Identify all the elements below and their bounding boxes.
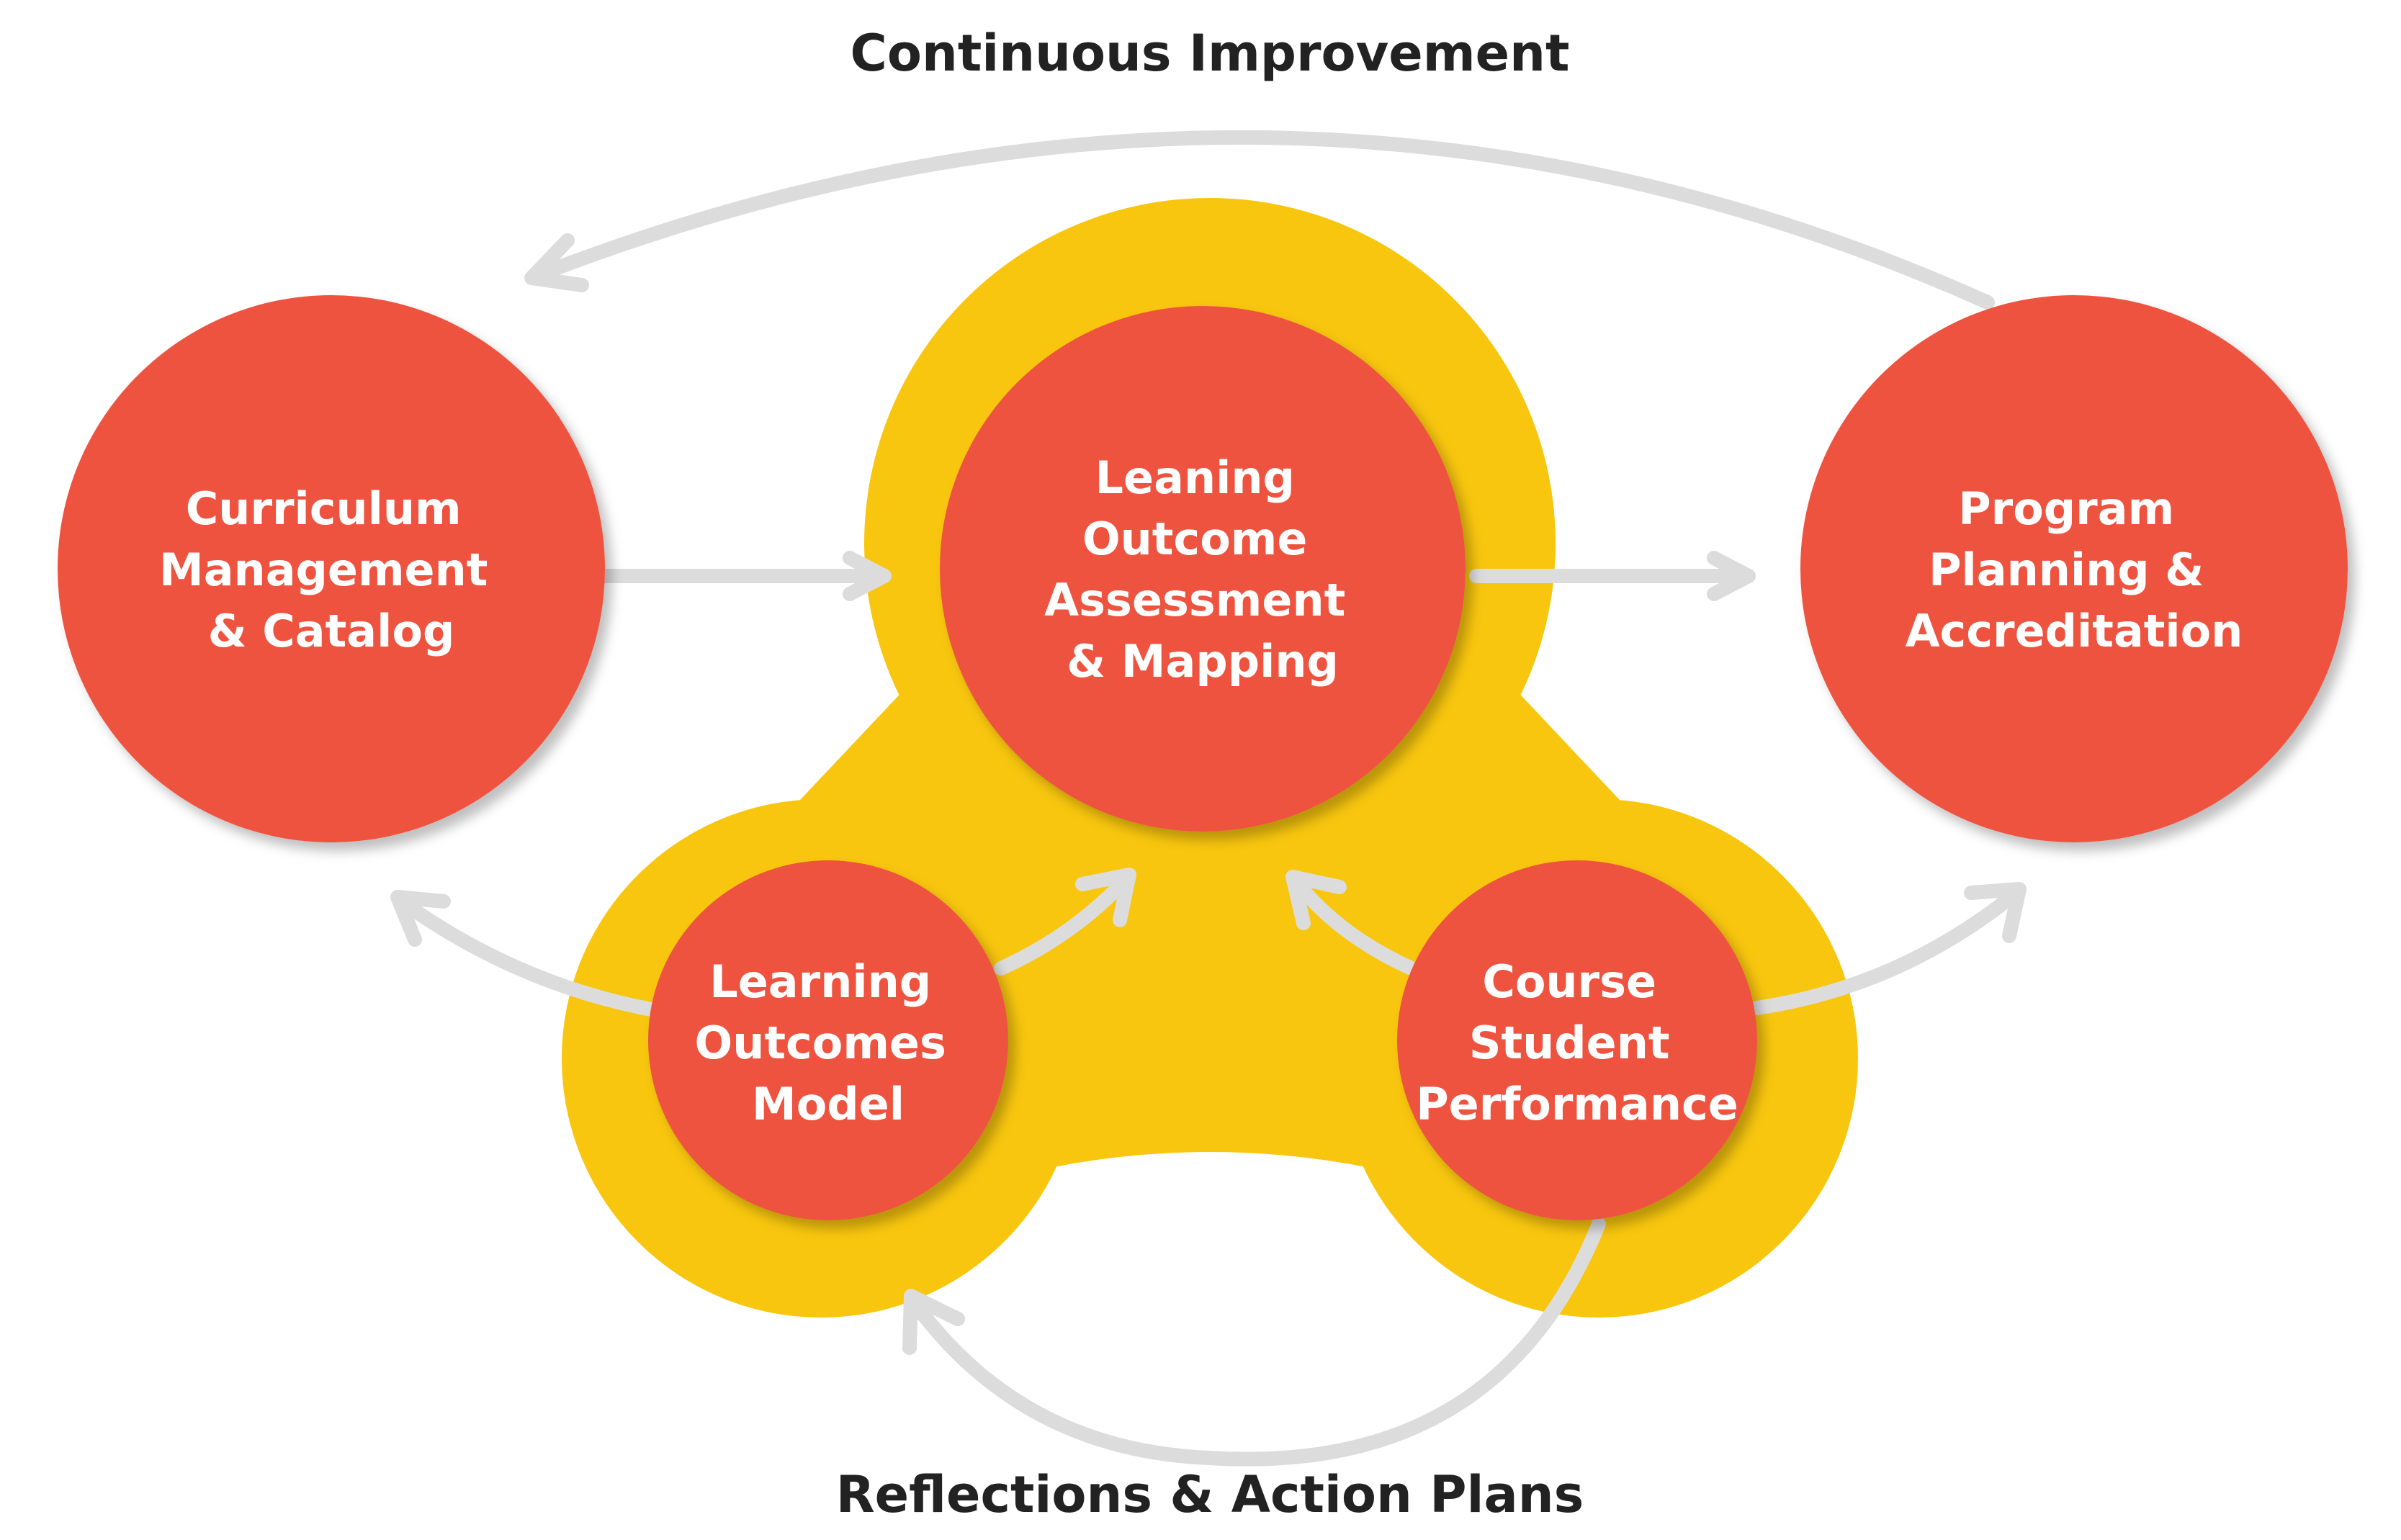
continuous-improvement-arrow bbox=[526, 130, 1995, 310]
course-performance-node bbox=[1397, 860, 1757, 1220]
curriculum-label: Curriculum Management & Catalog bbox=[159, 482, 503, 657]
assessment-node bbox=[940, 306, 1466, 832]
course-to-assessment-arrow bbox=[1289, 875, 1419, 976]
outcomes-to-assessment-arrow bbox=[994, 871, 1134, 976]
course-to-program-arrow bbox=[1750, 886, 2024, 1015]
program-label: Program Planning & Accreditation bbox=[1906, 482, 2243, 657]
curriculum-to-assessment-arrowhead bbox=[843, 551, 892, 601]
bottom-title: Reflections & Action Plans bbox=[836, 1465, 1584, 1524]
outcomes-model-node bbox=[648, 860, 1008, 1220]
outcomes-to-assessment-arrowhead bbox=[1075, 868, 1136, 927]
program-node bbox=[1800, 295, 2348, 842]
curriculum-node bbox=[58, 295, 605, 842]
reflections-arrowhead bbox=[902, 1289, 965, 1355]
top-title: Continuous Improvement bbox=[851, 24, 1570, 83]
outcomes-to-curriculum-arrow bbox=[392, 893, 670, 1019]
assessment-label: Leaning Outcome Assessment & Mapping bbox=[1044, 451, 1361, 688]
outcomes-to-curriculum-arrowhead bbox=[390, 890, 451, 947]
assessment-to-program-arrowhead bbox=[1707, 551, 1756, 601]
reflections-arrow bbox=[907, 1217, 1606, 1467]
course-to-assessment-arrowhead bbox=[1285, 870, 1347, 930]
continuous-improvement-arrowhead bbox=[524, 233, 589, 292]
course-to-program-arrowhead bbox=[1964, 882, 2027, 943]
outcomes-model-label: Learning Outcomes Model bbox=[695, 955, 962, 1130]
course-performance-label: Course Student Performance bbox=[1416, 955, 1738, 1130]
